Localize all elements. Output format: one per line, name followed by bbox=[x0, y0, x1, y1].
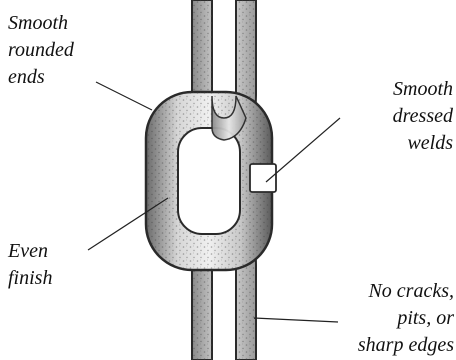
leader-rounded-ends bbox=[96, 82, 152, 110]
weld-band bbox=[250, 164, 276, 192]
label-even-finish: Even finish bbox=[8, 238, 52, 292]
leader-dressed-welds bbox=[266, 118, 340, 182]
label-smooth-rounded-ends: Smooth rounded ends bbox=[8, 10, 74, 91]
label-no-cracks: No cracks, pits, or sharp edges bbox=[300, 278, 454, 359]
label-smooth-dressed-welds: Smooth dressed welds bbox=[345, 76, 453, 157]
